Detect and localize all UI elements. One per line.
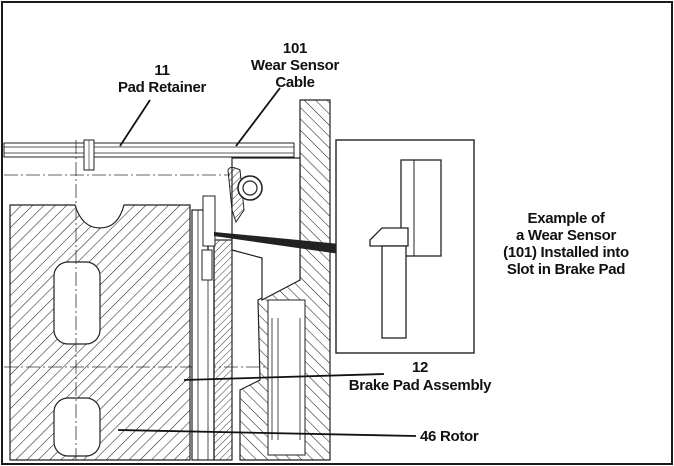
leader-pad-retainer xyxy=(119,99,151,147)
leader-wear-sensor-cable xyxy=(235,87,281,147)
wear-sensor xyxy=(201,167,263,281)
brake-pad xyxy=(191,209,233,461)
example-line4: Slot in Brake Pad xyxy=(506,261,626,278)
brake-pad-name: Brake Pad Assembly xyxy=(348,377,492,394)
inset-pointer xyxy=(214,232,340,254)
rotor-label: 46 Rotor xyxy=(420,428,479,445)
rotor-body xyxy=(9,204,191,461)
example-line2: a Wear Sensor xyxy=(515,227,617,244)
pad-retainer-name: Pad Retainer xyxy=(117,79,207,96)
wear-sensor-cable-label: 101 Wear Sensor Cable xyxy=(240,40,350,91)
wear-sensor-line2: Cable xyxy=(275,74,315,91)
brake-pad-number: 12 xyxy=(411,359,429,376)
pad-retainer-number: 11 xyxy=(154,62,170,79)
wear-sensor-number: 101 xyxy=(282,40,308,57)
example-line3: (101) Installed into xyxy=(503,244,629,261)
leader-rotor xyxy=(117,429,417,437)
inset-detail xyxy=(335,139,475,354)
example-callout: Example of a Wear Sensor (101) Installed… xyxy=(480,210,652,278)
leader-lines xyxy=(117,87,417,437)
pad-retainer-bar xyxy=(3,139,295,171)
leader-brake-pad xyxy=(183,373,385,381)
example-line1: Example of xyxy=(527,210,605,227)
wear-sensor-line1: Wear Sensor xyxy=(250,57,340,74)
pad-retainer-label: 11 Pad Retainer xyxy=(107,62,217,96)
